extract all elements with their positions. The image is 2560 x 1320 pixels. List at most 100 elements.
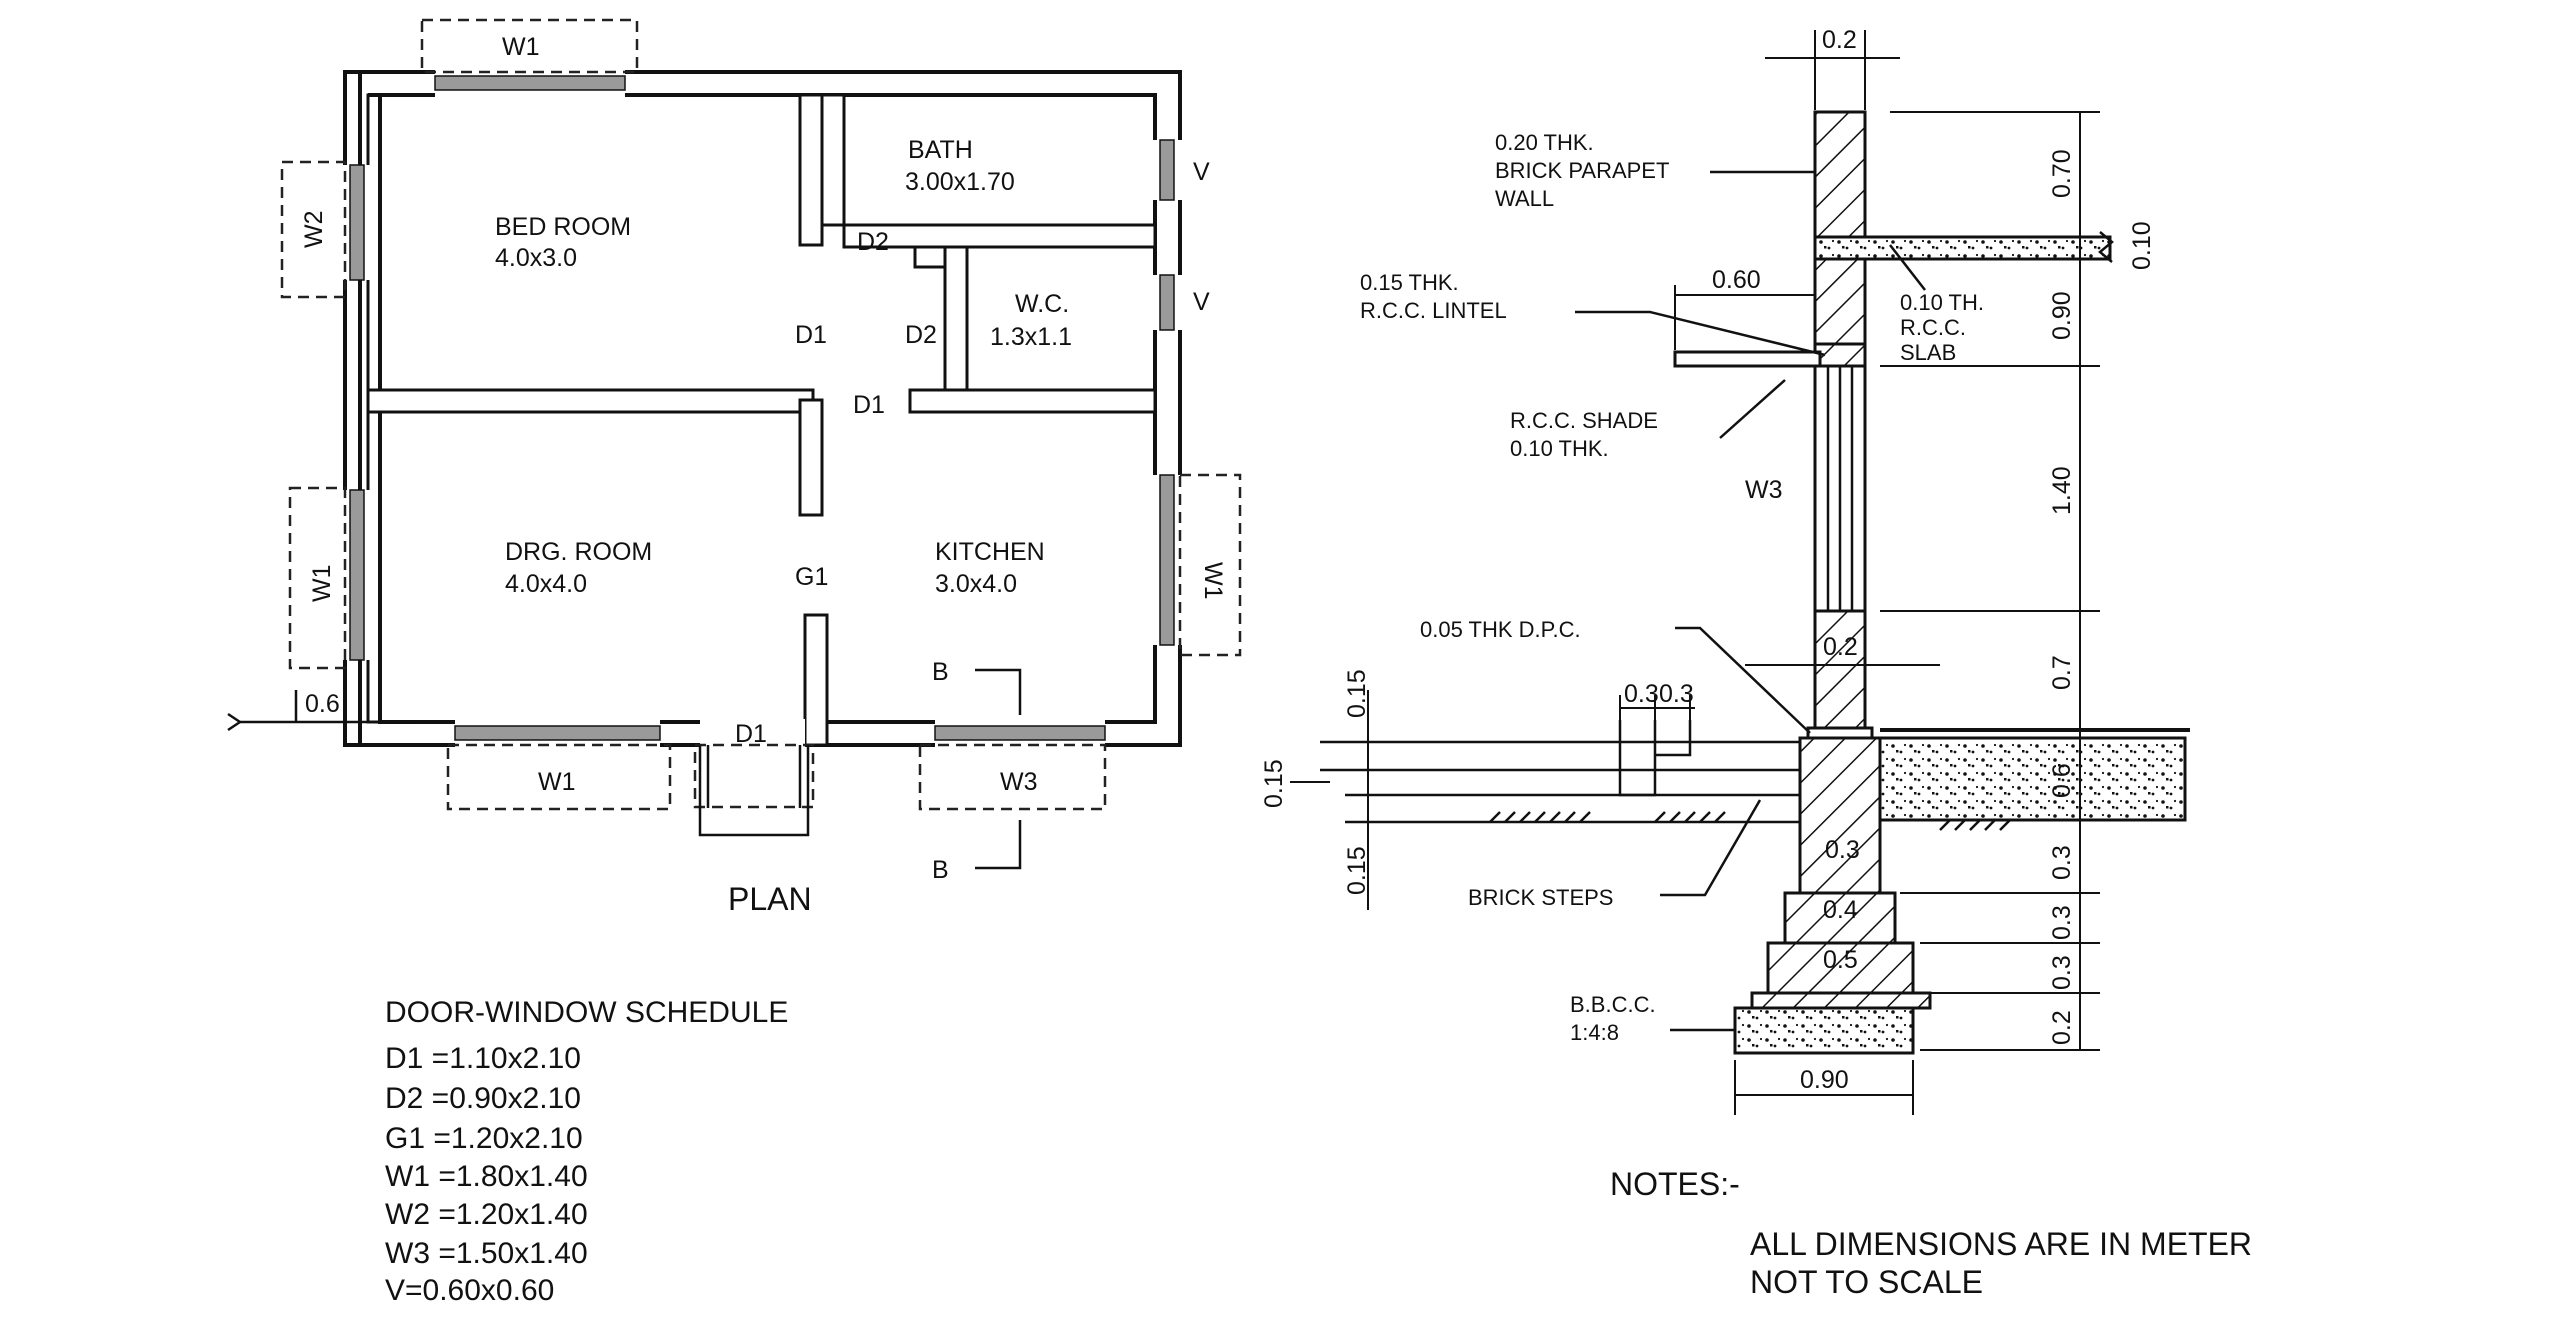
front-steps (698, 745, 810, 837)
callout-slab-3: SLAB (1900, 340, 1956, 365)
shade-dim-label: 0.60 (1712, 266, 1761, 294)
notes: NOTES:- ALL DIMENSIONS ARE IN METER NOT … (1610, 1166, 2252, 1300)
left-dim-3: 0.15 (1343, 846, 1371, 895)
footing-2 (1766, 941, 1915, 995)
rcc-slab (1813, 235, 2112, 261)
plinth-arrow (227, 712, 241, 732)
brick-steps (1618, 720, 1692, 797)
w1-bottom-label: W1 (538, 768, 576, 796)
left-dim-1: 0.15 (1343, 669, 1371, 718)
right-dim-10: 0.2 (2048, 1010, 2076, 1045)
right-dim-2: 0.10 (2128, 221, 2156, 270)
w1-top-outline (420, 18, 639, 74)
wall-bath-wc (842, 223, 1157, 249)
bath-label: BATH (908, 136, 973, 164)
leader-lintel (1575, 310, 1826, 357)
callout-dpc: 0.05 THK D.P.C. (1420, 617, 1581, 642)
wc-size: 1.3x1.1 (990, 323, 1072, 351)
callout-parapet-3: WALL (1495, 186, 1554, 211)
kitchen-label: KITCHEN (935, 538, 1045, 566)
right-dim-4: 1.40 (2048, 466, 2076, 515)
notes-line-2: NOT TO SCALE (1750, 1264, 1983, 1300)
plinth-width-label: 0.2 (1823, 633, 1858, 661)
w2-label: W2 (300, 211, 328, 249)
schedule-title: DOOR-WINDOW SCHEDULE (385, 996, 788, 1029)
schedule-g1: G1 =1.20x2.10 (385, 1122, 583, 1155)
foundation-width-dim (1734, 1060, 1914, 1115)
right-dim-8: 0.3 (2048, 905, 2076, 940)
callout-bbcc-2: 1:4:8 (1570, 1020, 1619, 1045)
top-width-dim (1765, 30, 1900, 110)
w1-right-label: W1 (1199, 562, 1227, 600)
footing-2-label: 0.5 (1823, 946, 1858, 974)
ground-hatch-floor (1939, 819, 2011, 831)
wall-upper (1813, 257, 1867, 346)
notes-title: NOTES:- (1610, 1166, 1740, 1202)
w1-right-outline (1178, 473, 1242, 657)
callout-parapet-2: BRICK PARAPET (1495, 158, 1669, 183)
section-line-b-top (975, 668, 1022, 715)
callout-parapet-1: 0.20 THK. (1495, 130, 1594, 155)
w1-bottom-outline (446, 743, 672, 811)
slab-break (2098, 231, 2114, 263)
foundation-width-label: 0.90 (1800, 1066, 1849, 1094)
kitchen-size: 3.0x4.0 (935, 570, 1017, 598)
schedule-w2: W2 =1.20x1.40 (385, 1198, 588, 1231)
w3-bottom-outline (918, 743, 1107, 811)
v-wc-glazing (1159, 274, 1175, 331)
bedroom-label: BED ROOM (495, 213, 631, 241)
wall-d2-stub (913, 245, 947, 269)
leader-dpc (1675, 626, 1811, 734)
wall-section: 0.2 0.3 0.3 (1260, 26, 2190, 1115)
drg-room-size: 4.0x4.0 (505, 570, 587, 598)
section-mark-top: B (932, 658, 949, 686)
v-wc-label: V (1193, 288, 1210, 316)
wc-label: W.C. (1015, 290, 1069, 318)
w1-top-glazing (434, 75, 626, 91)
v-bath-glazing (1159, 139, 1175, 201)
w1-left-outline (288, 486, 347, 670)
g1-label: G1 (795, 563, 828, 591)
plan-title: PLAN (728, 881, 812, 917)
w3-bottom-glazing (934, 725, 1106, 741)
step-dim (1619, 695, 1695, 722)
footing-1-label: 0.4 (1823, 896, 1858, 924)
callout-shade-2: 0.10 THK. (1510, 436, 1609, 461)
gap-door-front (700, 719, 805, 747)
leader-shade (1719, 379, 1786, 439)
wall-bed-living (366, 388, 815, 414)
w3-bottom-label: W3 (1000, 768, 1038, 796)
wall-wc-kitchen (908, 388, 1157, 414)
section-line-b-bottom (975, 820, 1022, 870)
left-dim-line (1290, 690, 1369, 910)
parapet-wall (1813, 110, 1867, 239)
door-window-schedule: DOOR-WINDOW SCHEDULE D1 =1.10x2.10 D2 =0… (385, 996, 788, 1307)
plinth-dim-label: 0.6 (305, 690, 340, 718)
right-dim-3: 0.90 (2048, 291, 2076, 340)
footing-3 (1750, 991, 1932, 1010)
d1-bed-label: D1 (795, 321, 827, 349)
schedule-w1: W1 =1.80x1.40 (385, 1160, 588, 1193)
callout-lintel-1: 0.15 THK. (1360, 270, 1459, 295)
plinth-dim-line (240, 690, 420, 724)
d2-bath-label: D2 (857, 228, 889, 256)
w2-outline (280, 160, 347, 299)
ground-hatch-right (1654, 811, 1726, 823)
step-dim-2: 0.3 (1659, 680, 1694, 708)
leader-steps (1660, 799, 1762, 897)
wall-bed-bath (798, 93, 824, 247)
leader-slab (1889, 244, 1926, 291)
shade-dim (1674, 285, 1815, 350)
wall-living-kitchen-top (798, 398, 824, 517)
right-dim-6: 0.6 (2048, 763, 2076, 798)
wall-bath-left (820, 93, 846, 227)
callout-steps: BRICK STEPS (1468, 885, 1613, 910)
right-dim-5: 0.7 (2048, 655, 2076, 690)
floor-plan: BED ROOM 4.0x3.0 BATH 3.00x1.70 W.C. 1.3… (227, 18, 1242, 917)
callout-lintel-2: R.C.C. LINTEL (1360, 298, 1507, 323)
ground-hatch-left (1489, 811, 1591, 823)
floor-fill (1878, 736, 2187, 822)
d1-corridor-label: D1 (853, 391, 885, 419)
callout-slab-1: 0.10 TH. (1900, 290, 1984, 315)
